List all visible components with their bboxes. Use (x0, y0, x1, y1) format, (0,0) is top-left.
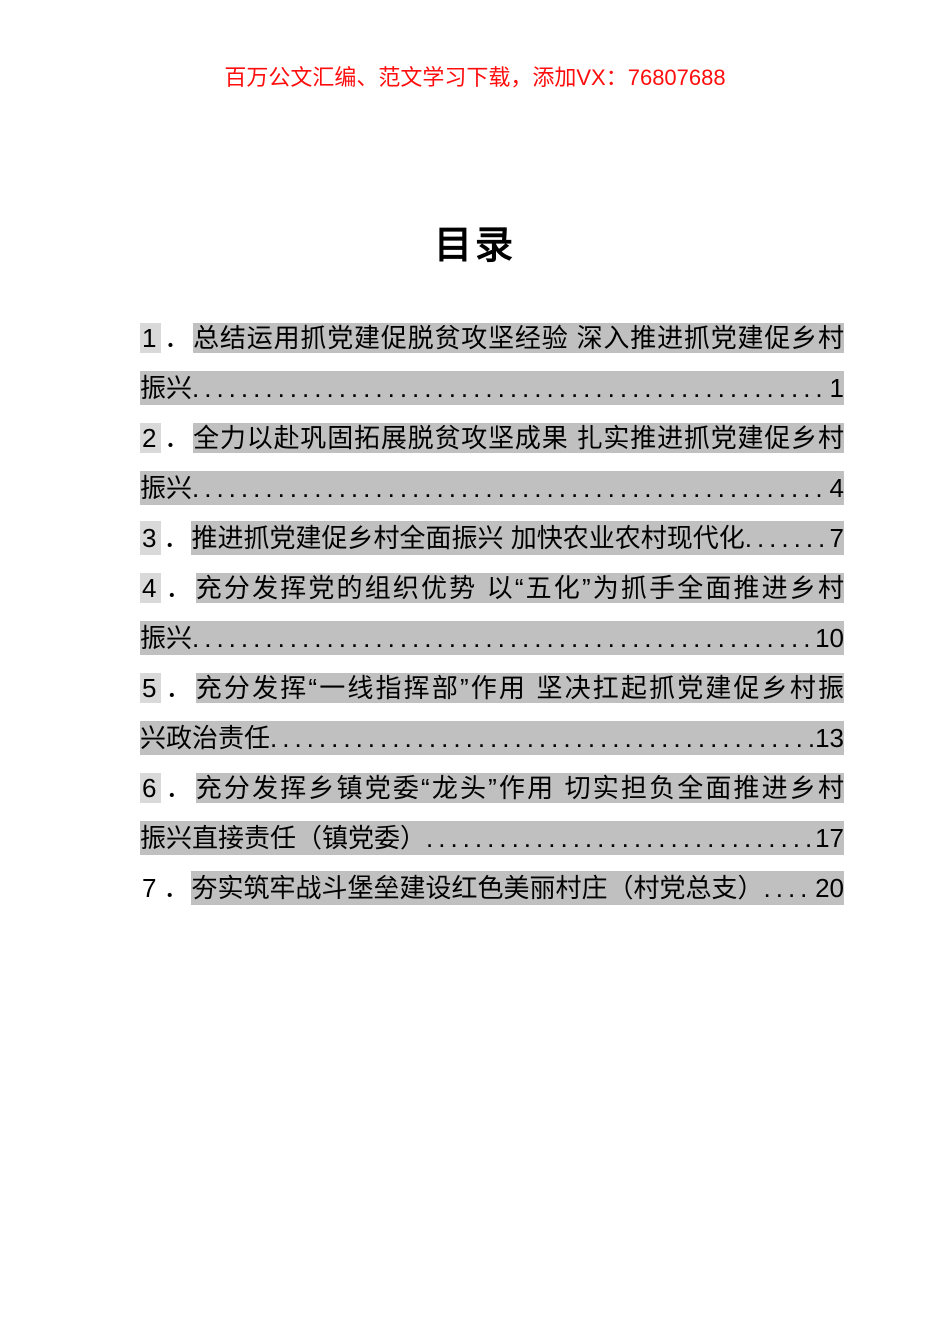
toc-entry: 1．总结运用抓党建促脱贫攻坚经验 深入推进抓党建促乡村 振兴..........… (140, 313, 844, 413)
toc-entry-number: 2 (140, 423, 162, 453)
toc-entry-number: 1 (140, 323, 162, 353)
toc-entry-separator: ． (163, 423, 192, 453)
toc-page-number[interactable]: 10 (814, 621, 844, 655)
header-notice: 百万公文汇编、范文学习下载，添加VX：76807688 (224, 65, 726, 90)
toc-entry-separator: ． (163, 323, 192, 353)
toc-entry-line: 振兴直接责任（镇党委）.............................… (140, 813, 844, 863)
toc-entry: 5．充分发挥“一线指挥部”作用 坚决扛起抓党建促乡村振 兴政治责任.......… (140, 663, 844, 763)
toc-entry-separator: ． (163, 573, 194, 603)
toc-entry-line: 振兴......................................… (140, 463, 844, 513)
toc-entry: 7．夯实筑牢战斗堡垒建设红色美丽村庄（村党总支）................… (140, 863, 844, 913)
table-of-contents: 1．总结运用抓党建促脱贫攻坚经验 深入推进抓党建促乡村 振兴..........… (140, 313, 844, 913)
dot-leader: ........................................… (192, 371, 829, 405)
dot-leader: ........................................… (763, 871, 815, 905)
toc-entry-line: 2．全力以赴巩固拓展脱贫攻坚成果 扎实推进抓党建促乡村 (140, 413, 844, 463)
toc-entry: 6．充分发挥乡镇党委“龙头”作用 切实担负全面推进乡村 振兴直接责任（镇党委）.… (140, 763, 844, 863)
toc-entry-title[interactable]: 推进抓党建促乡村全面振兴 加快农业农村现代化 (191, 521, 745, 555)
dot-leader: ........................................… (744, 521, 829, 555)
toc-entry-separator: ． (163, 773, 194, 803)
dot-leader: ........................................… (192, 471, 829, 505)
toc-entry-line: 7．夯实筑牢战斗堡垒建设红色美丽村庄（村党总支）................… (140, 863, 844, 913)
toc-entry-separator: ． (163, 523, 190, 553)
toc-entry-line: 兴政治责任...................................… (140, 713, 844, 763)
toc-entry-title-continued[interactable]: 振兴直接责任（镇党委） (140, 821, 427, 855)
toc-entry: 3．推进抓党建促乡村全面振兴 加快农业农村现代化................… (140, 513, 844, 563)
toc-entry-line: 5．充分发挥“一线指挥部”作用 坚决扛起抓党建促乡村振 (140, 663, 844, 713)
toc-entry-line: 6．充分发挥乡镇党委“龙头”作用 切实担负全面推进乡村 (140, 763, 844, 813)
toc-entry-title-continued[interactable]: 振兴 (140, 621, 193, 655)
toc-entry-title[interactable]: 充分发挥乡镇党委“龙头”作用 切实担负全面推进乡村 (195, 773, 844, 803)
toc-entry-separator: ． (163, 873, 190, 903)
toc-page-number[interactable]: 20 (814, 871, 844, 905)
toc-entry-number: 6 (140, 773, 162, 803)
toc-entry-number: 3 (140, 521, 162, 555)
toc-entry-number: 7 (142, 873, 157, 903)
toc-entry: 4．充分发挥党的组织优势 以“五化”为抓手全面推进乡村 振兴..........… (140, 563, 844, 663)
toc-entry-title[interactable]: 总结运用抓党建促脱贫攻坚经验 深入推进抓党建促乡村 (193, 323, 844, 353)
page-title: 目录 (433, 225, 516, 267)
toc-entry-title-continued[interactable]: 兴政治责任 (140, 721, 271, 755)
dot-leader: ........................................… (270, 721, 815, 755)
toc-entry-separator: ． (163, 673, 194, 703)
toc-entry-line: 振兴......................................… (140, 613, 844, 663)
toc-entry-title[interactable]: 夯实筑牢战斗堡垒建设红色美丽村庄（村党总支） (191, 871, 764, 905)
toc-entry-number: 4 (140, 573, 162, 603)
toc-entry-line: 振兴......................................… (140, 363, 844, 413)
toc-entry-title[interactable]: 全力以赴巩固拓展脱贫攻坚成果 扎实推进抓党建促乡村 (193, 423, 844, 453)
toc-page-number[interactable]: 13 (814, 721, 844, 755)
toc-entry-title-continued[interactable]: 振兴 (140, 471, 193, 505)
toc-page-number[interactable]: 1 (828, 371, 844, 405)
toc-entry-line: 3．推进抓党建促乡村全面振兴 加快农业农村现代化................… (140, 513, 844, 563)
toc-entry-line: 1．总结运用抓党建促脱贫攻坚经验 深入推进抓党建促乡村 (140, 313, 844, 363)
dot-leader: ........................................… (426, 821, 815, 855)
toc-page-number[interactable]: 17 (814, 821, 844, 855)
toc-page-number[interactable]: 7 (828, 521, 844, 555)
toc-entry-title[interactable]: 充分发挥党的组织优势 以“五化”为抓手全面推进乡村 (195, 573, 844, 603)
toc-entry-title[interactable]: 充分发挥“一线指挥部”作用 坚决扛起抓党建促乡村振 (195, 673, 844, 703)
dot-leader: ........................................… (192, 621, 815, 655)
toc-entry-line: 4．充分发挥党的组织优势 以“五化”为抓手全面推进乡村 (140, 563, 844, 613)
toc-entry: 2．全力以赴巩固拓展脱贫攻坚成果 扎实推进抓党建促乡村 振兴..........… (140, 413, 844, 513)
toc-entry-title-continued[interactable]: 振兴 (140, 371, 193, 405)
toc-entry-number: 5 (140, 673, 162, 703)
toc-page-number[interactable]: 4 (828, 471, 844, 505)
